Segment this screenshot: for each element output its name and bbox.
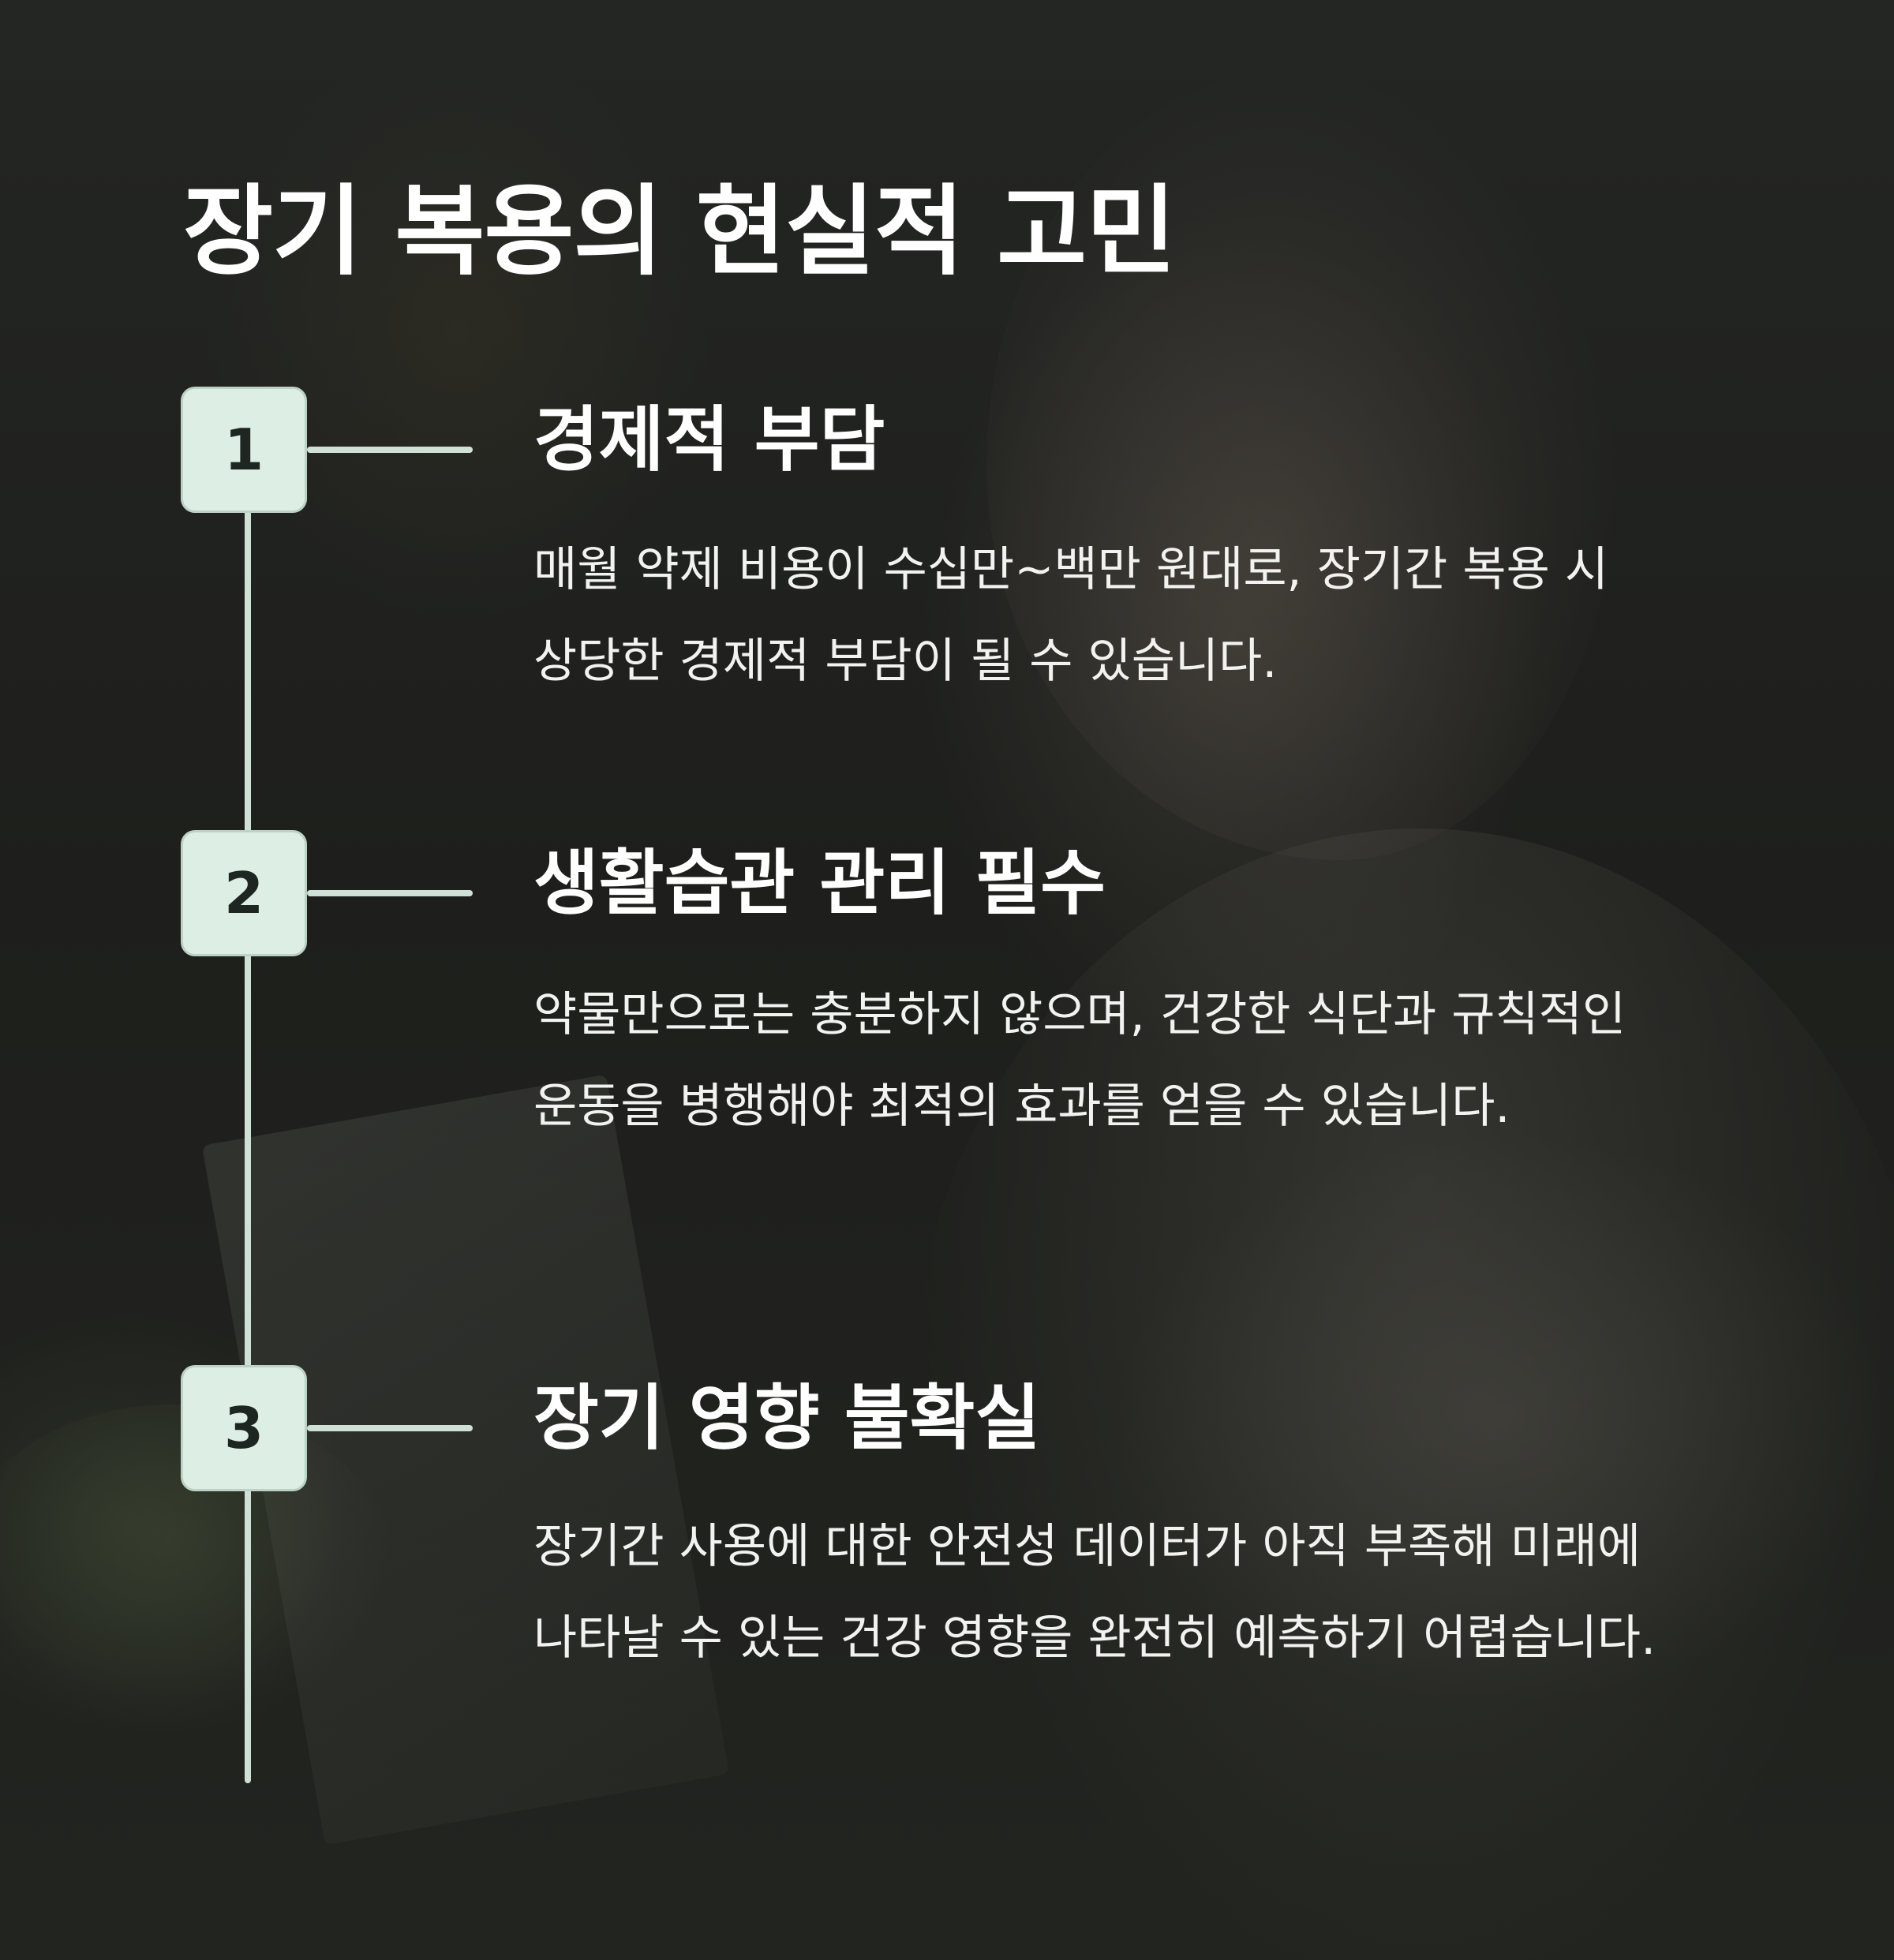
timeline-line xyxy=(245,473,251,1783)
background-person-head xyxy=(986,71,1618,860)
step-2-connector xyxy=(307,890,473,896)
step-2-title: 생활습관 관리 필수 xyxy=(533,842,1106,925)
page-title: 장기 복용의 현실적 고민 xyxy=(183,175,1176,289)
step-1-description: 매월 약제 비용이 수십만~백만 원대로, 장기간 복용 시 상당한 경제적 부… xyxy=(533,542,1609,689)
step-3-title: 장기 영향 불확실 xyxy=(533,1377,1041,1460)
step-2-badge: 2 xyxy=(181,830,307,956)
step-1-connector xyxy=(307,447,473,453)
background-person-body xyxy=(908,829,1894,1960)
step-1-badge: 1 xyxy=(181,387,307,513)
step-3-connector xyxy=(307,1425,473,1431)
step-2-description: 약물만으로는 충분하지 않으며, 건강한 식단과 규칙적인 운동을 병행해야 최… xyxy=(533,987,1626,1134)
step-3-description: 장기간 사용에 대한 안전성 데이터가 아직 부족해 미래에 나타날 수 있는 … xyxy=(533,1519,1656,1666)
step-1-title: 경제적 부담 xyxy=(533,398,885,481)
step-3-badge: 3 xyxy=(181,1365,307,1491)
